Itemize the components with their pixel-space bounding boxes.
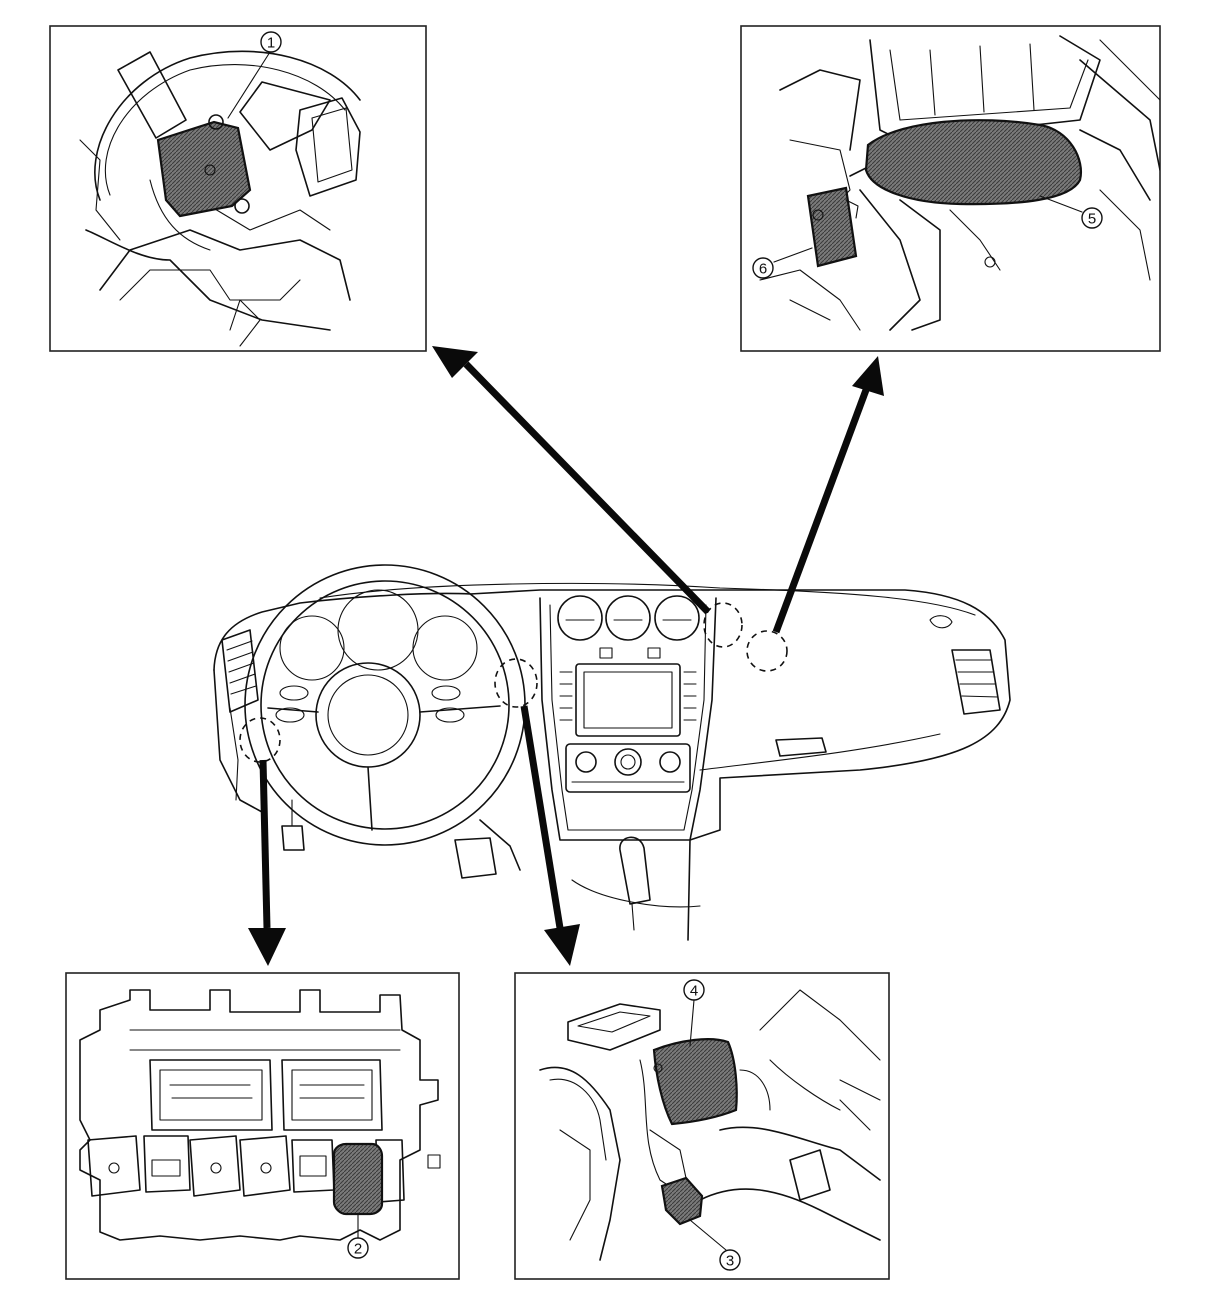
part-5-unit [864, 119, 1083, 206]
dashboard-illustration [213, 564, 1011, 941]
part-6-unit [806, 186, 858, 268]
steering-wheel [244, 564, 526, 846]
part-4-module [652, 1038, 738, 1126]
brake-pedal [454, 837, 497, 879]
part-2-relay [332, 1142, 384, 1216]
callout-5-label: 5 [1088, 211, 1096, 228]
callout-4-circle [683, 979, 705, 1001]
left-air-vent [221, 629, 259, 713]
callout-2-circle [347, 1237, 369, 1259]
arrow-to-bottom-right-detail [520, 705, 580, 966]
arrow-to-bottom-left-detail [248, 759, 286, 966]
detail-view-top-right: 5 6 [740, 25, 1161, 352]
callout-3-label: 3 [726, 1253, 734, 1270]
detail-view-bottom-left: 2 [65, 972, 460, 1280]
part-1-actuator [156, 120, 252, 218]
location-marker-passenger [746, 630, 788, 672]
callout-6-label: 6 [759, 261, 767, 278]
detail-view-top-left: 1 [49, 25, 427, 352]
callout-3-circle [719, 1249, 741, 1271]
center-stack [539, 595, 717, 931]
arrow-to-top-right-detail [772, 356, 884, 634]
detail-view-bottom-right: 4 3 [514, 972, 890, 1280]
location-marker-bcm [239, 717, 281, 763]
callout-4-label: 4 [690, 983, 698, 1000]
callout-1-label: 1 [267, 35, 275, 52]
glove-box-handle [775, 737, 827, 757]
callout-2-label: 2 [354, 1241, 362, 1258]
location-marker-center-upper [703, 602, 743, 648]
callout-5-circle [1081, 207, 1103, 229]
right-air-vent [951, 649, 1001, 715]
callout-6-circle [752, 257, 774, 279]
location-marker-steering-column [494, 658, 538, 708]
arrow-to-top-left-detail [432, 346, 711, 615]
callout-1-circle [260, 31, 282, 53]
